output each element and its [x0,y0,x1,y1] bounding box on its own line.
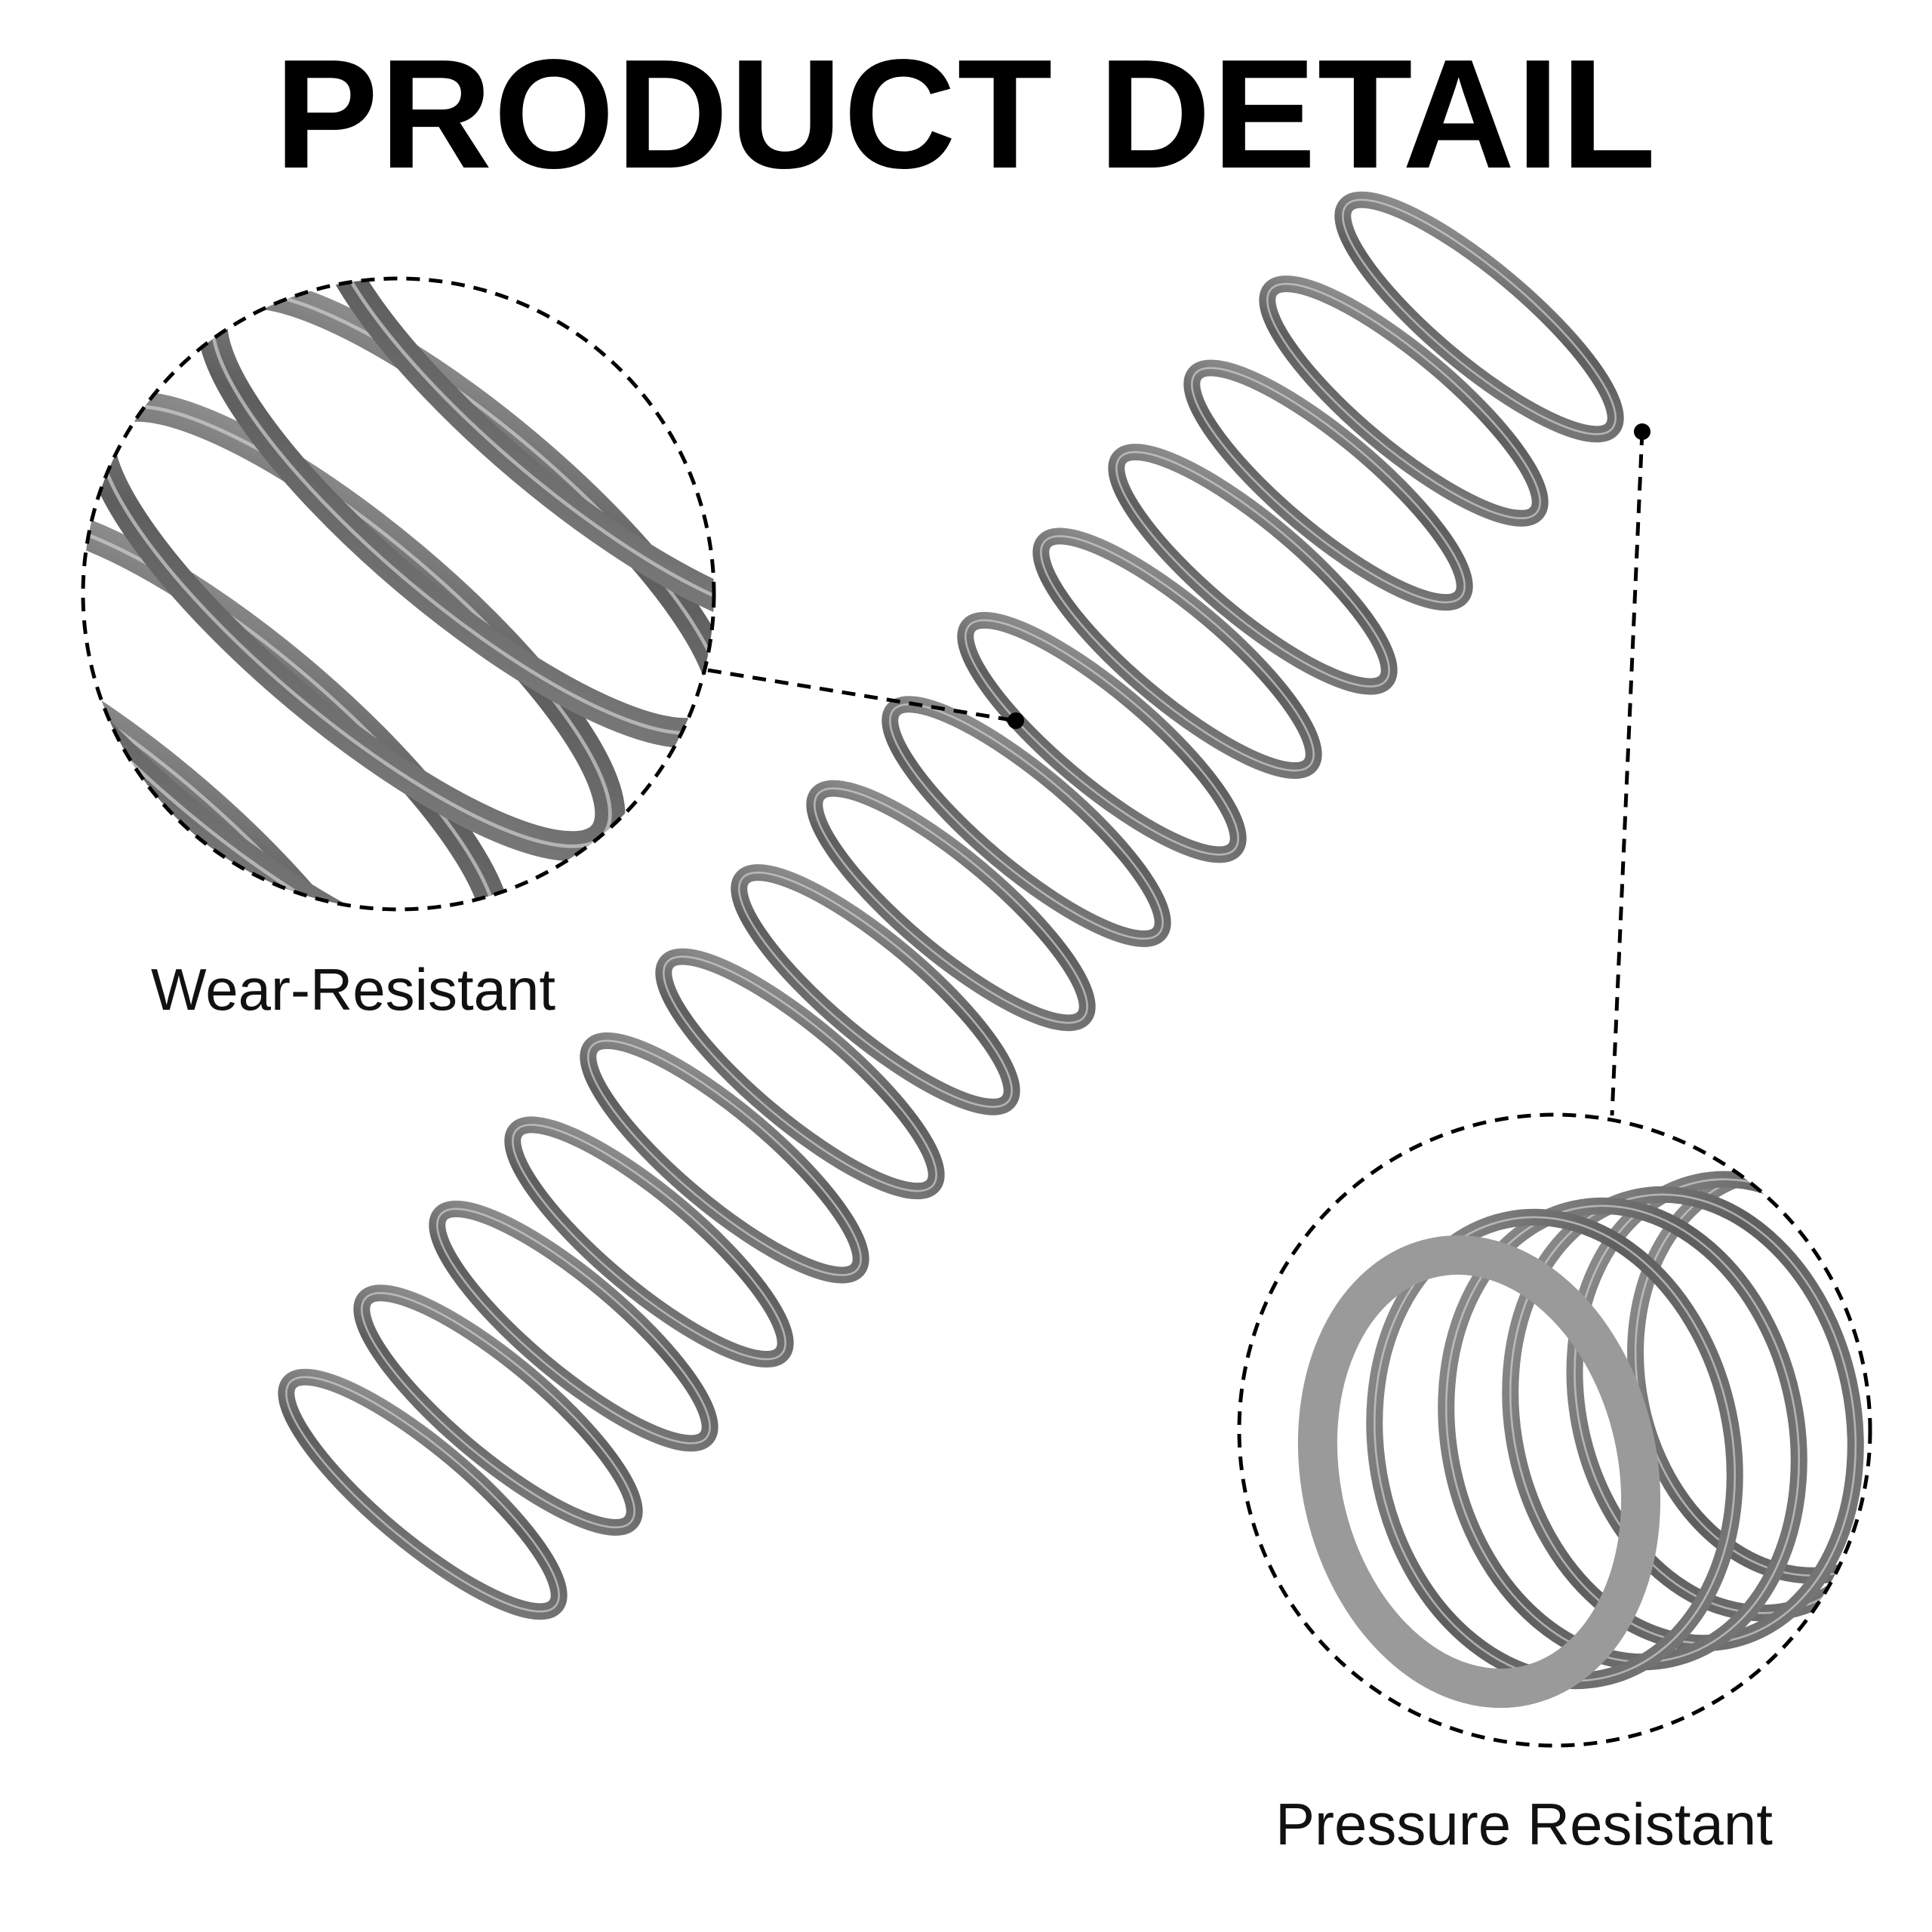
zoom-coil [84,391,626,862]
spring-coil-highlight [964,619,1239,856]
spring-coil-highlight [436,1208,711,1444]
wear-resistant-label: Wear-Resistant [151,956,556,1023]
spring-coil-highlight [587,1039,862,1276]
spring-coil-highlight [1191,367,1466,604]
zoom-coil [83,504,512,909]
spring-coil-highlight [738,871,1013,1109]
wear-resistant-callout-line [707,668,1024,729]
zoom-coil-highlight [324,278,714,622]
pressure-resistant-zoom-circle [1237,1112,1872,1748]
spring-coil-highlight [1342,198,1617,435]
spring-coil-highlight [1115,451,1390,688]
spring-coil-highlight [663,955,937,1192]
zoom-coil [310,278,714,635]
pressure-resistant-label: Pressure Resistant [1275,1791,1773,1857]
zoom-coil-highlight [97,405,612,848]
pressure-resistant-callout-line [1610,423,1651,1116]
zoom-coil-highlight [83,518,499,909]
end-coil-highlight [1373,1216,1737,1682]
spring-coil-highlight [512,1124,786,1361]
spring-coil-highlight [1040,535,1315,772]
zoom-coil-highlight [83,631,386,909]
zoom-coil [197,278,714,749]
end-coil-highlight [1444,1204,1801,1663]
compression-spring [278,191,1624,1620]
page-title: PRODUCT DETAIL [274,27,1658,201]
zoom-coil-highlight [211,291,714,735]
spring-coil-highlight [361,1291,635,1529]
spring-coil-highlight [285,1376,560,1613]
spring-coil-highlight [889,703,1164,940]
spring-coil-highlight [814,787,1088,1024]
end-coil-highlight [1509,1193,1857,1644]
ground-end-ring [1297,1235,1661,1709]
spring-coil-highlight [1266,282,1541,520]
